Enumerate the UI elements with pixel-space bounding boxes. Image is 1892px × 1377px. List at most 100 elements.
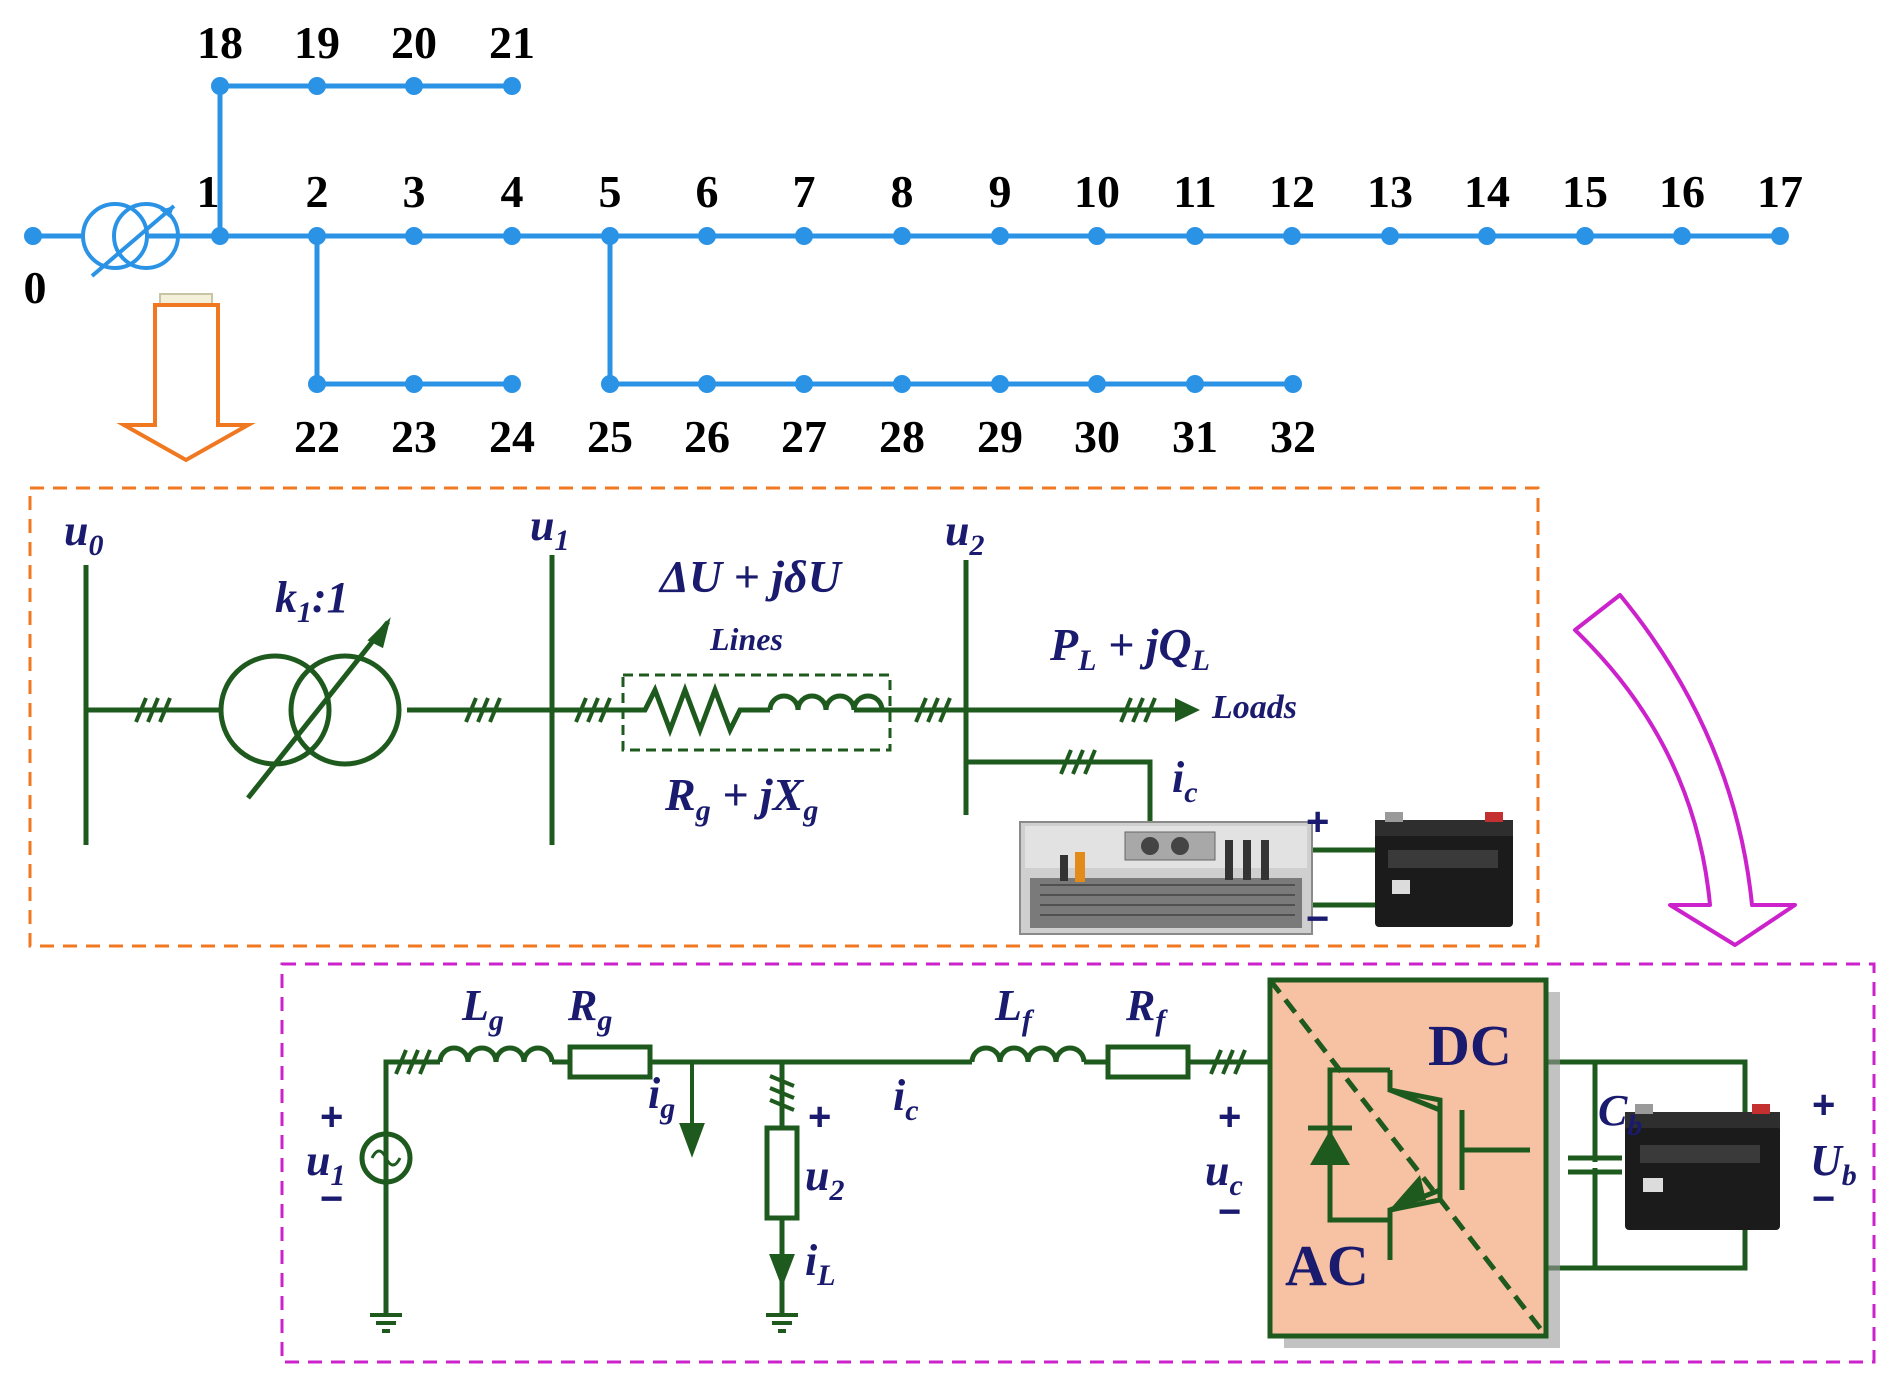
network-node-label-27: 27 (781, 411, 827, 462)
battery-plus-upper: + (1306, 800, 1329, 844)
network-node-9 (991, 227, 1009, 245)
lower-circuit-frame (280, 962, 1876, 1364)
label-voltage-drop: ΔU + jδU (658, 551, 844, 602)
label-impedance: Rg + jXg (664, 769, 818, 827)
label-ic-upper: ic (1172, 753, 1198, 809)
branch-left-line (314, 236, 512, 387)
tap-changer-arrow-icon (367, 617, 391, 649)
network-node-22 (308, 375, 326, 393)
label-ig: ig (648, 1069, 675, 1125)
network-node-14 (1478, 227, 1496, 245)
network-node-label-23: 23 (391, 411, 437, 462)
orange-down-arrow (116, 293, 256, 463)
network-node-19 (308, 77, 326, 95)
network-node-label-24: 24 (489, 411, 535, 462)
battery-upper-icon (1375, 812, 1513, 927)
lines-box (621, 673, 892, 752)
battery-minus-upper: − (1306, 897, 1329, 941)
uc-plus: + (1218, 1095, 1241, 1139)
ub-plus: + (1812, 1083, 1835, 1127)
network-node-11 (1186, 227, 1204, 245)
load-plus: + (808, 1095, 831, 1139)
lower-three-phase-marks (394, 1049, 1247, 1112)
network-node-32 (1284, 375, 1302, 393)
label-u1-upper: u1 (530, 501, 569, 557)
label-u1-lower: u1 (306, 1136, 345, 1192)
ground-icons (370, 1313, 798, 1333)
il-arrow-icon (769, 1254, 795, 1288)
network-node-12 (1283, 227, 1301, 245)
network-node-label-10: 10 (1074, 166, 1120, 217)
network-node-label-2: 2 (306, 166, 329, 217)
label-Rg: Rg (567, 981, 612, 1037)
network-node-label-7: 7 (793, 166, 816, 217)
three-phase-marks (134, 697, 1157, 775)
network-node-1 (211, 227, 229, 245)
network-node-label-15: 15 (1562, 166, 1608, 217)
igbt-arrow-icon (1392, 1175, 1426, 1207)
network-node-10 (1088, 227, 1106, 245)
network-node-7 (795, 227, 813, 245)
upper-circuit (83, 555, 1375, 908)
branch-right-line (607, 236, 1293, 387)
magenta-curved-arrow (1573, 593, 1797, 947)
network-node-label-19: 19 (294, 17, 340, 68)
network-node-label-16: 16 (1659, 166, 1705, 217)
ig-arrow-icon (679, 1123, 705, 1158)
network-node-label-5: 5 (599, 166, 622, 217)
network-node-30 (1088, 375, 1106, 393)
network-node-label-6: 6 (696, 166, 719, 217)
label-ic-lower: ic (893, 1071, 919, 1127)
label-u2-lower: u2 (805, 1151, 844, 1207)
network-node-6 (698, 227, 716, 245)
label-Ub: Ub (1810, 1136, 1857, 1192)
network-node-24 (503, 375, 521, 393)
loads-arrow-icon (1175, 698, 1200, 722)
network-node-18 (211, 77, 229, 95)
label-transformer-ratio: k1:1 (275, 573, 349, 629)
network-node-26 (698, 375, 716, 393)
network-node-label-3: 3 (403, 166, 426, 217)
label-load-power: PL + jQL (1049, 619, 1210, 677)
network-node-0 (24, 227, 42, 245)
network-node-label-0: 0 (24, 262, 47, 313)
ub-minus: − (1812, 1177, 1835, 1221)
label-lines: Lines (709, 621, 783, 657)
network-node-13 (1381, 227, 1399, 245)
network-node-23 (405, 375, 423, 393)
network-node-3 (405, 227, 423, 245)
label-Rf: Rf (1125, 981, 1168, 1037)
network-node-label-9: 9 (989, 166, 1012, 217)
network-node-31 (1186, 375, 1204, 393)
network-node-28 (893, 375, 911, 393)
source-minus: − (320, 1177, 343, 1221)
network-node-4 (503, 227, 521, 245)
network-node-17 (1771, 227, 1789, 245)
network-node-label-12: 12 (1269, 166, 1315, 217)
network-node-8 (893, 227, 911, 245)
source-plus: + (320, 1095, 343, 1139)
label-u2-upper: u2 (945, 506, 984, 562)
inverter-unit-icon (1019, 821, 1313, 935)
network-node-27 (795, 375, 813, 393)
current-arrows (679, 1062, 795, 1288)
upper-circuit-frame (28, 486, 1540, 948)
label-iL: iL (805, 1236, 836, 1292)
network-node-16 (1673, 227, 1691, 245)
network-node-20 (405, 77, 423, 95)
network-node-label-25: 25 (587, 411, 633, 462)
network-node-label-17: 17 (1757, 166, 1803, 217)
network-node-label-31: 31 (1172, 411, 1218, 462)
network-node-21 (503, 77, 521, 95)
feeder-transformer-icon (81, 202, 180, 278)
network-node-15 (1576, 227, 1594, 245)
label-Cb: Cb (1598, 1086, 1642, 1142)
uc-minus: − (1218, 1190, 1241, 1234)
network-node-label-32: 32 (1270, 411, 1316, 462)
network-node-label-29: 29 (977, 411, 1023, 462)
network-node-5 (601, 227, 619, 245)
battery-lower-icon (1625, 1104, 1780, 1230)
network-node-label-11: 11 (1173, 166, 1216, 217)
